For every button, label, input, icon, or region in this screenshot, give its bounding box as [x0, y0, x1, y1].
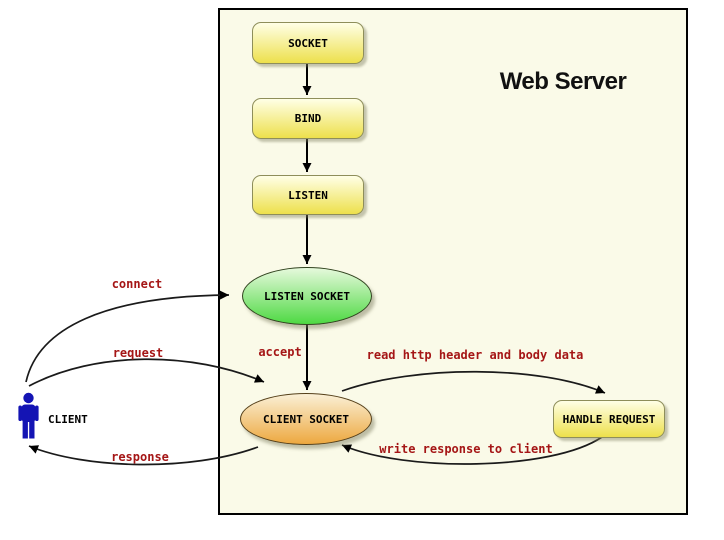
node-listen-socket: LISTEN SOCKET	[242, 267, 372, 325]
edge-request	[28, 358, 265, 387]
edge-label-connect: connect	[111, 277, 163, 291]
edge-read-http	[341, 370, 606, 394]
edge-write-response	[341, 436, 603, 465]
client-label: CLIENT	[48, 413, 88, 426]
node-socket: SOCKET	[252, 22, 364, 64]
edge-label-read-http: read http header and body data	[366, 348, 584, 362]
edge-label-write-response: write response to client	[379, 442, 553, 456]
edge-label-request: request	[112, 346, 164, 360]
client-person-icon	[18, 392, 39, 439]
edge-connect	[25, 290, 230, 383]
node-listen: LISTEN	[252, 175, 364, 215]
edge-label-response: response	[111, 450, 169, 464]
edge-label-accept: accept	[258, 345, 302, 359]
node-client-socket: CLIENT SOCKET	[240, 393, 372, 445]
edge-response	[28, 445, 259, 466]
node-bind: BIND	[252, 98, 364, 139]
diagram-title: Web Server	[499, 68, 627, 95]
node-handle-request: HANDLE REQUEST	[553, 400, 665, 438]
